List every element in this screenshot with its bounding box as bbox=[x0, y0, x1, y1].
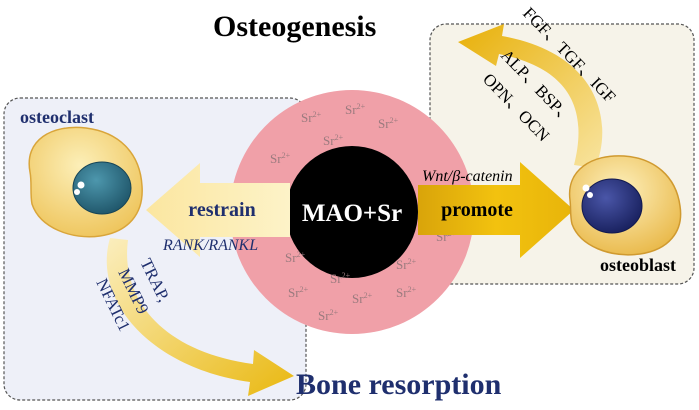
bone-resorption-title: Bone resorption bbox=[296, 368, 502, 401]
sr-ion-label: Sr2+ bbox=[288, 285, 309, 300]
restrain-label: restrain bbox=[188, 199, 255, 221]
osteoblast-label: osteoblast bbox=[600, 255, 676, 275]
rank-rankl-label: RANK/RANKL bbox=[162, 237, 258, 254]
sr-ion-label: Sr2+ bbox=[345, 102, 366, 117]
osteogenesis-curve-arrow bbox=[458, 24, 603, 168]
sr-ion-label: Sr2+ bbox=[323, 133, 344, 148]
sr-ion-label: Sr2+ bbox=[270, 151, 291, 166]
promote-label: promote bbox=[441, 199, 513, 221]
osteoclast-label: osteoclast bbox=[20, 107, 94, 127]
mao-sr-core bbox=[286, 146, 418, 278]
sr-ion-label: Sr2+ bbox=[396, 257, 417, 272]
sr-ion-label: Sr2+ bbox=[285, 250, 306, 265]
center-label: MAO+Sr bbox=[302, 200, 402, 227]
sr-ion-label: Sr2+ bbox=[301, 110, 322, 125]
sr-ion-label: Sr2+ bbox=[318, 308, 339, 323]
sr-ion-label: Sr2+ bbox=[396, 285, 417, 300]
promote-arrow bbox=[418, 162, 574, 258]
osteoclast-cell bbox=[28, 126, 143, 238]
sr-ion-label: Sr2+ bbox=[352, 291, 373, 306]
wnt-catenin-label: Wnt/β-catenin bbox=[422, 168, 513, 185]
osteoblast-cell bbox=[568, 155, 682, 256]
strontium-ions: Sr2+ Sr2+ Sr2+ Sr2+ Sr2+ Sr2+ Sr2+ Sr2+ … bbox=[270, 102, 457, 323]
restrain-arrow bbox=[146, 163, 290, 257]
sr-ion-label: Sr2+ bbox=[330, 271, 351, 286]
sr-ion-label: Sr2+ bbox=[378, 116, 399, 131]
osteogenesis-title: Osteogenesis bbox=[213, 10, 376, 43]
resorption-curve-arrow bbox=[106, 238, 294, 396]
